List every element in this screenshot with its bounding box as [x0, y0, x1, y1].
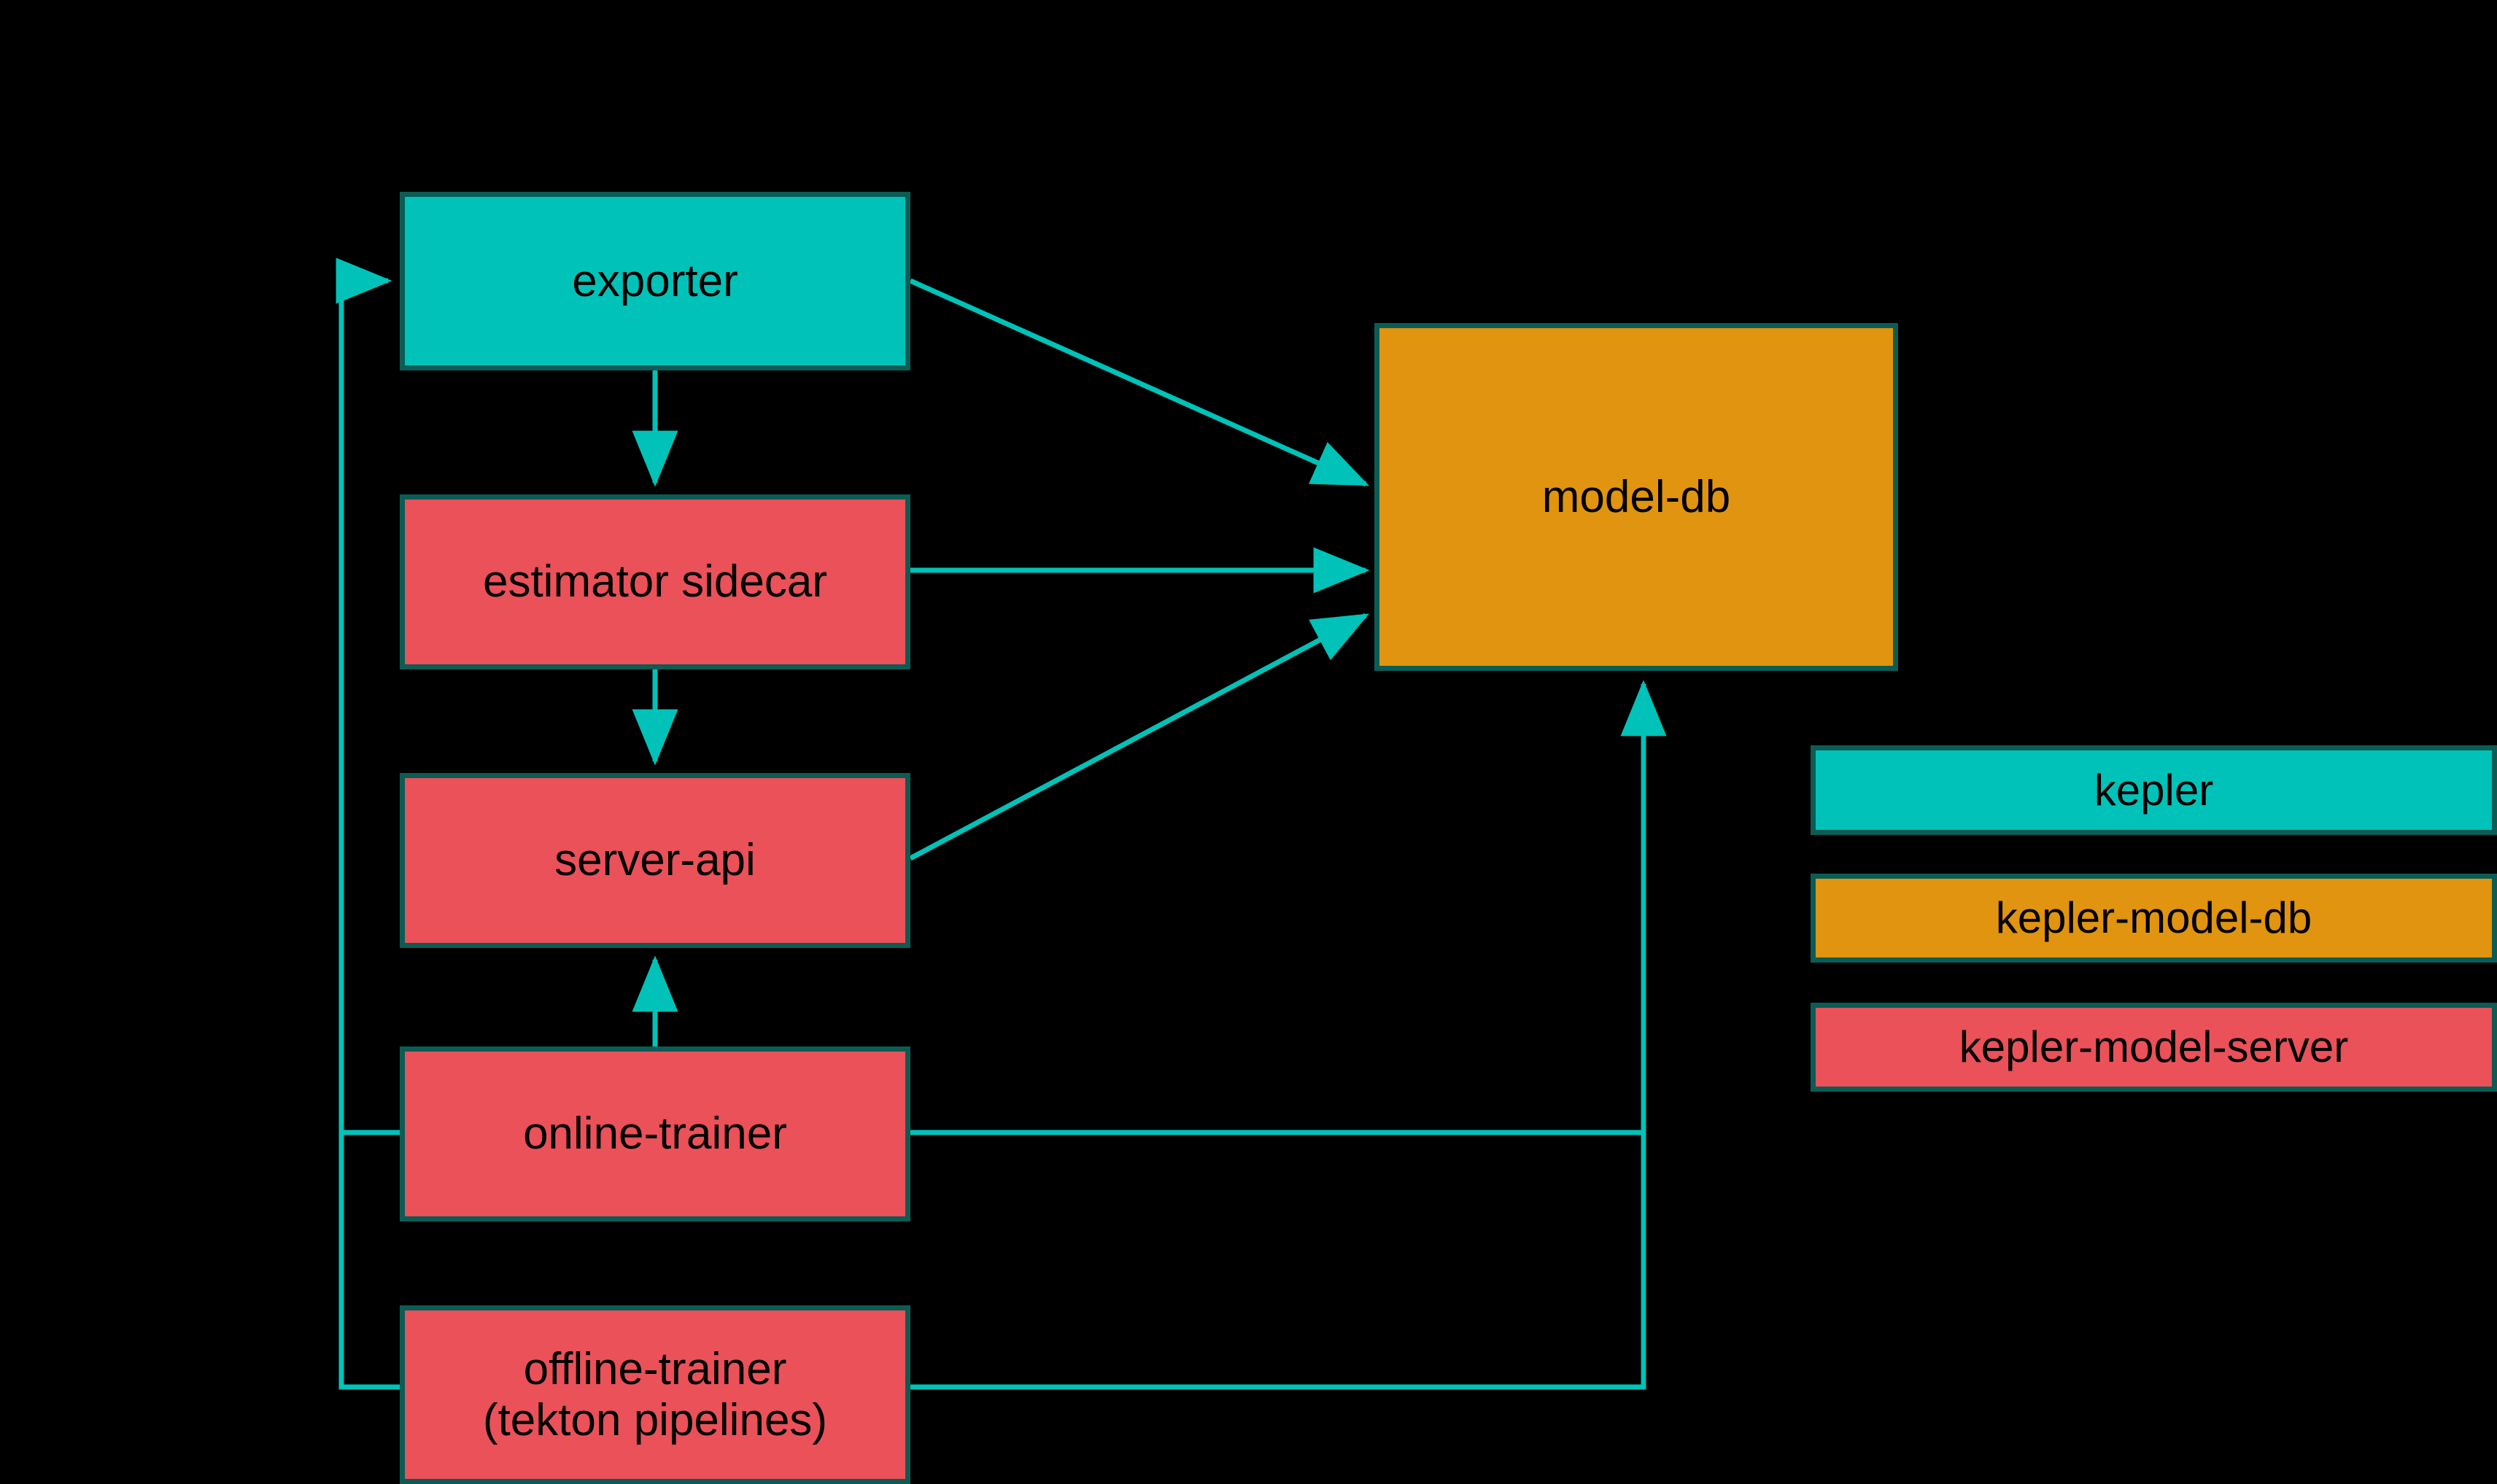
edge-exporter-to-model-db [909, 278, 1370, 487]
legend-item-kepler-model-server-label: kepler-model-server [1959, 1022, 2349, 1072]
legend-item-kepler-model-db-label: kepler-model-db [1995, 893, 2312, 943]
node-server-api[interactable]: server-api [400, 773, 910, 948]
node-online-trainer[interactable]: online-trainer [400, 1046, 910, 1221]
edge-online-trainer-to-model-db [910, 680, 1667, 1135]
node-estimator-sidecar-label: estimator sidecar [482, 556, 828, 607]
node-model-db[interactable]: model-db [1374, 323, 1898, 671]
node-exporter[interactable]: exporter [400, 192, 910, 370]
node-server-api-label: server-api [554, 835, 756, 886]
edge-server-api-to-model-db [909, 613, 1369, 861]
node-model-db-label: model-db [1541, 471, 1731, 522]
edge-offline-trainer-to-model-db [910, 1133, 1646, 1390]
node-exporter-label: exporter [572, 255, 738, 306]
edge-online-trainer-to-exporter [336, 257, 400, 1135]
legend-item-kepler-model-db[interactable]: kepler-model-db [1811, 874, 2497, 963]
node-offline-trainer-label: offline-trainer (tekton pipelines) [482, 1344, 828, 1445]
node-estimator-sidecar[interactable]: estimator sidecar [400, 494, 910, 669]
legend-item-kepler[interactable]: kepler [1811, 745, 2497, 835]
legend-item-kepler-label: kepler [2094, 765, 2214, 815]
legend-item-kepler-model-server[interactable]: kepler-model-server [1811, 1003, 2497, 1092]
node-online-trainer-label: online-trainer [523, 1108, 787, 1159]
node-offline-trainer[interactable]: offline-trainer (tekton pipelines) [400, 1305, 910, 1484]
edge-offline-trainer-to-exporter [338, 1133, 400, 1390]
